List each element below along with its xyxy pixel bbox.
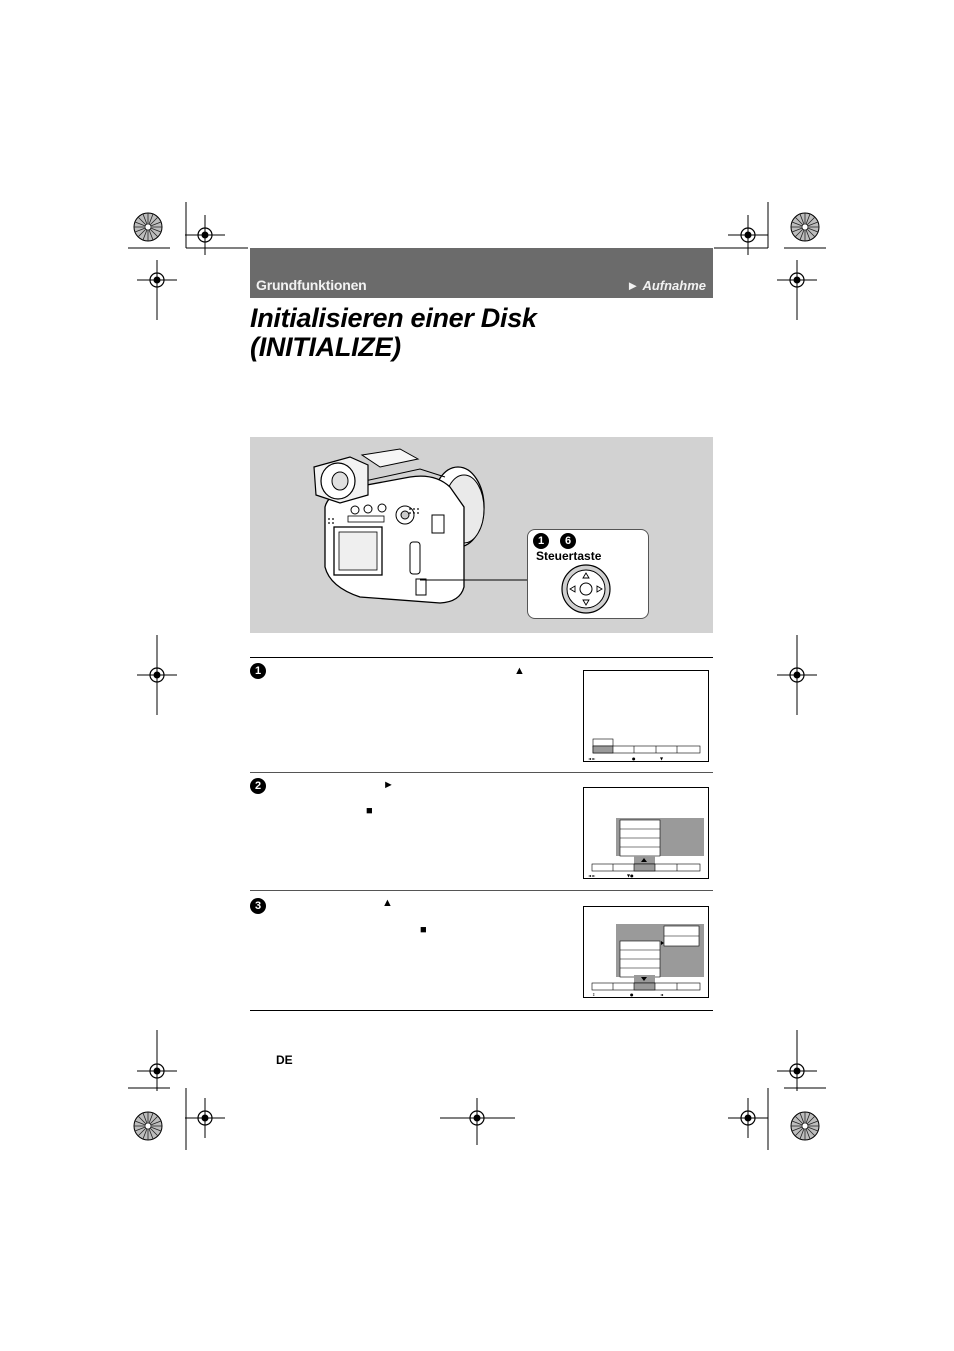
page-language-marker: DE [276,1053,293,1067]
lcd-screen-graphic: ◄ ► ● ▼ [588,738,701,761]
triangle-up-icon: ▲ [382,897,393,909]
svg-text:●: ● [632,756,636,761]
callout-step-6: 6 [560,533,576,549]
lcd-screen-graphic: ⇕ ● ◄ [591,924,704,997]
step-divider [250,890,713,891]
color-wheel-mark [133,1111,163,1141]
square-stop-icon: ■ [420,924,427,936]
svg-text:▼●: ▼● [627,873,634,878]
step-number-2: 2 [250,778,266,794]
subsection-label: ► Aufnahme [626,278,706,293]
subsection-text: Aufnahme [642,278,706,293]
step-number-3: 3 [250,898,266,914]
title-line-2: (INITIALIZE) [250,332,401,362]
title-line-1: Initialisieren einer Disk [250,303,537,333]
step-divider [250,772,713,773]
page-title: Initialisieren einer Disk (INITIALIZE) [250,304,720,362]
camera-illustration [313,448,527,604]
square-stop-icon: ■ [366,805,373,817]
svg-text:◄: ◄ [660,992,664,997]
lcd-screen-graphic: ◄ ► ▼● [588,818,704,878]
section-label: Grundfunktionen [256,277,367,293]
color-wheel-mark [133,212,163,242]
svg-text:⇕: ⇕ [592,992,595,997]
lcd-screen-step-2: ◄ ► ▼● [583,787,709,879]
lcd-screen-step-3: ⇕ ● ◄ [583,906,709,998]
triangle-right-icon: ► [383,779,394,791]
callout-step-1: 1 [533,533,549,549]
control-button-label: Steuertaste [536,549,602,563]
svg-text:◄ ►: ◄ ► [588,756,596,761]
control-button-icon [561,564,611,614]
lcd-screen-step-1: ◄ ► ● ▼ [583,670,709,762]
svg-text:●: ● [630,992,634,997]
color-wheel-mark [790,212,820,242]
triangle-right-icon: ► [626,278,640,293]
step-divider [250,1010,713,1011]
triangle-up-icon: ▲ [514,665,525,677]
step-number-1: 1 [250,663,266,679]
step-divider [250,657,713,658]
svg-text:◄ ►: ◄ ► [588,873,596,878]
color-wheel-mark [790,1111,820,1141]
section-header-band [250,248,713,298]
svg-text:▼: ▼ [660,756,664,761]
